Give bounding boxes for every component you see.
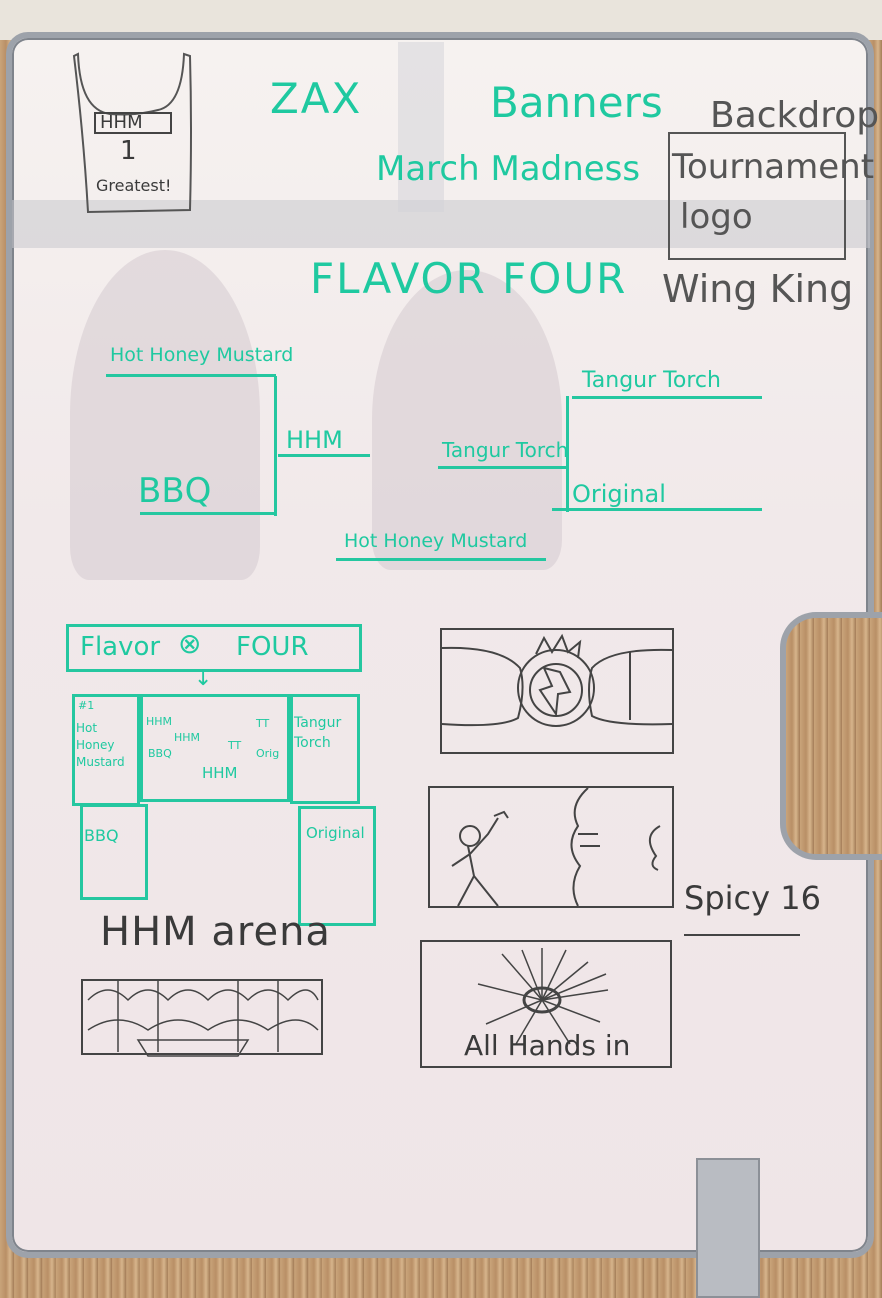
tournament-logo-text-1: Tournament <box>672 147 875 187</box>
banner-title-2: FOUR <box>236 632 309 662</box>
banner-match-5: TT <box>228 739 242 752</box>
banner-title: Flavor <box>80 632 161 662</box>
banner-tl-text: Hot Honey Mustard <box>76 721 125 769</box>
banner-panel-bl <box>80 804 148 900</box>
banner-title-box <box>66 624 362 672</box>
banner-bl-text: BBQ <box>84 826 119 845</box>
bracket-line <box>572 396 762 399</box>
bracket-line <box>566 396 569 512</box>
banner-match-6: Orig <box>256 747 280 760</box>
board-stand-foot <box>696 1158 760 1298</box>
banner-br-text: Original <box>306 824 365 842</box>
figure-with-wing-icon <box>451 787 661 907</box>
bracket-left-winner: HHM <box>286 426 343 454</box>
bracket-line <box>106 374 276 377</box>
march-madness-text: March Madness <box>376 149 641 189</box>
tank-top-label-box <box>94 112 172 134</box>
bracket-right-winner: Tangur Torch <box>442 438 569 462</box>
banners-text: Banners <box>490 78 663 127</box>
hands-sketch-frame <box>420 940 672 1068</box>
seed-label: #1 <box>78 699 95 712</box>
light-reflection-vertical <box>398 42 444 212</box>
spicy-text: Spicy 16 <box>684 879 821 917</box>
tank-top-number: 1 <box>120 136 137 166</box>
wing-king-text: Wing King <box>662 267 854 311</box>
tournament-logo-box <box>668 132 846 260</box>
bracket-line <box>438 466 568 469</box>
bracket-line <box>274 376 277 516</box>
board-notch <box>780 612 882 860</box>
banner-match-4: TT <box>256 717 270 730</box>
logo-sketch-frame <box>440 628 674 754</box>
bracket-right-bottom: Original <box>572 480 666 508</box>
flavor-four-title: FLAVOR FOUR <box>310 254 628 303</box>
zax-text: ZAX <box>270 74 363 123</box>
backdrop-text: Backdrop <box>710 95 880 136</box>
banner-tr-text: Tangur Torch <box>294 715 342 751</box>
bracket-line <box>336 558 546 561</box>
banner-match-3: HHM <box>174 731 201 744</box>
hands-text: All Hands in <box>464 1029 631 1062</box>
bracket-right-top: Tangur Torch <box>582 368 721 393</box>
x-circle-icon: ⊗ <box>178 627 202 660</box>
bracket-line <box>140 512 276 515</box>
banner-match-1: HHM <box>146 715 173 728</box>
bracket-line <box>552 508 762 511</box>
tank-top-label: HHM <box>100 112 143 133</box>
wing-emblem-icon <box>441 633 673 727</box>
spicy-underline <box>684 934 800 936</box>
bracket-champion: Hot Honey Mustard <box>344 530 528 552</box>
banner-panel-br <box>298 806 376 926</box>
banner-center-text: HHM <box>202 764 238 782</box>
hands-burst-icon <box>477 948 609 1045</box>
bracket-left-top: Hot Honey Mustard <box>110 344 294 366</box>
tank-top-caption: Greatest! <box>96 176 172 195</box>
reflection-figure-right <box>372 270 562 570</box>
down-arrow-icon: ↓ <box>194 666 213 691</box>
reflection-figure-left <box>70 250 260 580</box>
banner-center-panel <box>140 694 290 802</box>
arena-text: HHM arena <box>100 909 331 955</box>
banner-match-2: BBQ <box>148 747 172 760</box>
spicy-sketch-frame <box>428 786 674 908</box>
bracket-line <box>278 454 370 457</box>
tournament-logo-text-2: logo <box>680 197 753 237</box>
bracket-left-bottom: BBQ <box>138 471 212 511</box>
banner-panel-tr <box>290 694 360 804</box>
crowd-icon <box>81 979 323 1057</box>
